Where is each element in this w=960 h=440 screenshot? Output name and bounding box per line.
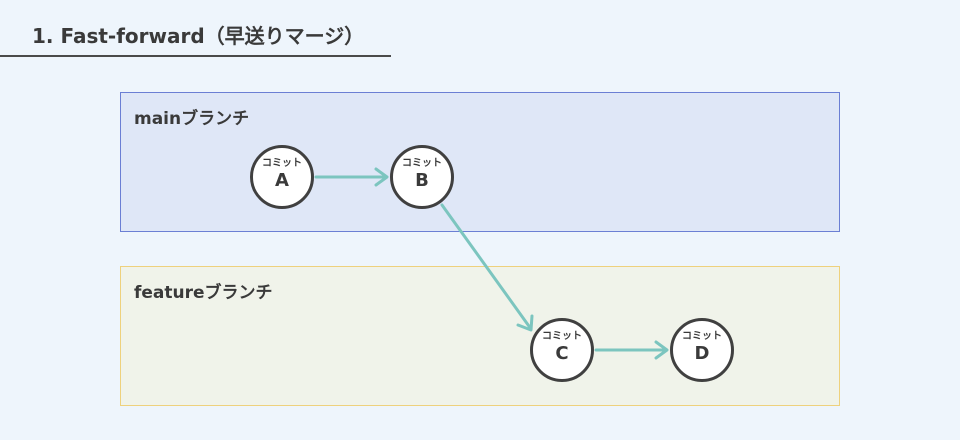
commit-label: B [415,170,429,191]
title-underline [0,55,391,57]
main-branch-lane: mainブランチ [120,92,840,232]
edge-c-to-d [594,340,669,360]
commit-caption: コミット [682,331,722,342]
commit-node-d: コミット D [670,318,734,382]
commit-caption: コミット [542,331,582,342]
edge-b-to-c [440,203,534,332]
commit-caption: コミット [262,158,302,169]
main-branch-label: mainブランチ [134,109,250,129]
commit-node-a: コミット A [250,145,314,209]
commit-label: C [555,343,569,364]
edge-a-to-b [314,167,389,187]
page-title: 1. Fast-forward（早送りマージ） [32,24,365,48]
feature-branch-label: featureブランチ [134,283,273,303]
commit-caption: コミット [402,158,442,169]
commit-node-c: コミット C [530,318,594,382]
commit-node-b: コミット B [390,145,454,209]
commit-label: D [694,343,710,364]
commit-label: A [275,170,289,191]
